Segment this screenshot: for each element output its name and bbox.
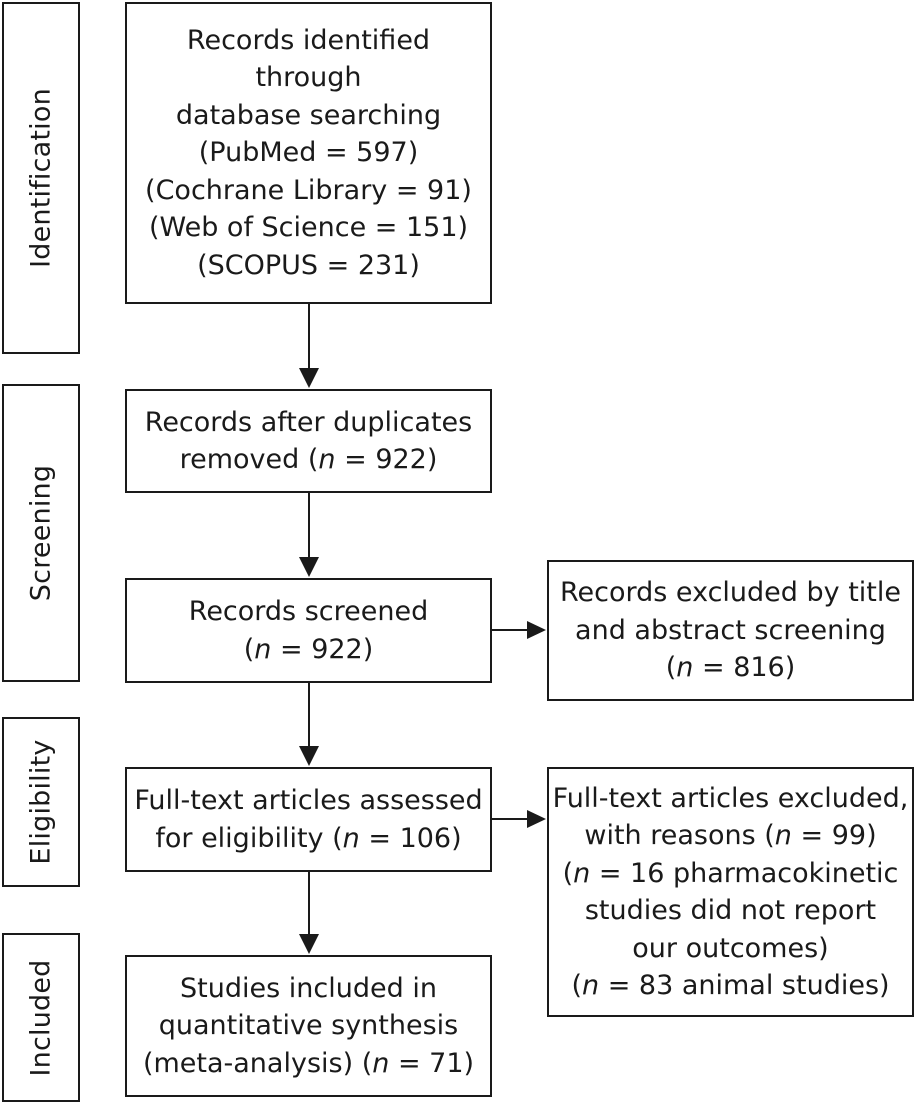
full-text-excluded-line-5: our outcomes) bbox=[632, 932, 829, 964]
box-full-text-assessed: Full-text articles assessed for eligibil… bbox=[125, 767, 492, 872]
records-identified-line-2: through bbox=[255, 62, 362, 94]
screened-pre: ( bbox=[243, 633, 255, 665]
excluded-title-pre: ( bbox=[665, 652, 677, 684]
full-text-excluded-l6-n: n bbox=[581, 970, 600, 1001]
after-duplicates-line-2: removed (n = 922) bbox=[180, 441, 438, 479]
after-duplicates-n: n bbox=[318, 444, 336, 475]
box-included-studies: Studies included in quantitative synthes… bbox=[125, 955, 492, 1097]
arrowhead-duplicates-to-screened bbox=[299, 557, 319, 577]
records-identified-cochrane: (Cochrane Library = 91) bbox=[145, 174, 472, 206]
full-text-excluded-line-4: studies did not report bbox=[584, 895, 877, 926]
box-full-text-excluded: Full-text articles excluded, with reason… bbox=[547, 767, 914, 1017]
records-identified-line-1: Records identified bbox=[186, 24, 431, 56]
included-line-2: quantitative synthesis bbox=[158, 1010, 459, 1042]
full-text-excluded-line-1: Full-text articles excluded, bbox=[552, 782, 909, 814]
box-after-duplicates: Records after duplicates removed (n = 92… bbox=[125, 389, 492, 493]
screened-n: n bbox=[254, 633, 272, 665]
records-identified-wos: (Web of Science = 151) bbox=[148, 212, 469, 244]
full-text-excluded-l3-n: n bbox=[573, 857, 591, 889]
records-identified-pubmed: (PubMed = 597) bbox=[198, 137, 419, 169]
full-text-assessed-post: = 106) bbox=[359, 822, 462, 854]
full-text-excluded-line-2: with reasons (n = 99) bbox=[584, 817, 876, 855]
excluded-title-line-1: Records excluded by title bbox=[560, 577, 901, 609]
full-text-assessed-n: n bbox=[342, 822, 360, 854]
stage-identification: Identification bbox=[2, 2, 80, 354]
arrowhead-fulltext-to-excluded bbox=[527, 810, 546, 828]
full-text-excluded-l6-pre: ( bbox=[571, 970, 582, 1001]
arrowhead-screened-to-fulltext bbox=[299, 746, 319, 766]
arrowhead-screened-to-excluded bbox=[527, 621, 546, 639]
included-line-3: (meta-analysis) (n = 71) bbox=[143, 1045, 474, 1083]
full-text-assessed-line-2: for eligibility (n = 106) bbox=[155, 820, 461, 858]
full-text-assessed-line-1: Full-text articles assessed bbox=[134, 785, 483, 816]
box-excluded-title-abstract: Records excluded by title and abstract s… bbox=[547, 560, 914, 701]
screened-line-1: Records screened bbox=[188, 596, 429, 627]
full-text-assessed-pre: for eligibility ( bbox=[155, 822, 343, 854]
full-text-excluded-line-3: (n = 16 pharmacokinetic bbox=[563, 855, 899, 893]
included-line-1: Studies included in bbox=[180, 972, 437, 1004]
included-n: n bbox=[372, 1047, 390, 1079]
full-text-excluded-l2-post: = 99) bbox=[791, 820, 877, 851]
screened-post: = 922) bbox=[271, 633, 374, 665]
after-duplicates-line-1: Records after duplicates bbox=[144, 406, 473, 438]
excluded-title-line-3: (n = 816) bbox=[666, 649, 796, 687]
box-records-screened: Records screened (n = 922) bbox=[125, 578, 492, 683]
records-identified-scopus: (SCOPUS = 231) bbox=[197, 249, 420, 281]
included-post: = 71) bbox=[389, 1047, 475, 1079]
arrowhead-identified-to-duplicates bbox=[299, 368, 319, 388]
after-duplicates-post: = 922) bbox=[335, 444, 438, 475]
full-text-excluded-l2-pre: with reasons ( bbox=[584, 820, 775, 851]
screened-line-2: (n = 922) bbox=[244, 631, 374, 669]
full-text-excluded-l6-post: = 83 animal studies) bbox=[599, 970, 890, 1001]
excluded-title-line-2: and abstract screening bbox=[575, 614, 886, 646]
full-text-excluded-l3-pre: ( bbox=[562, 857, 574, 889]
full-text-excluded-line-6: (n = 83 animal studies) bbox=[571, 967, 889, 1005]
box-records-identified: Records identified through database sear… bbox=[125, 2, 492, 304]
included-pre: (meta-analysis) ( bbox=[142, 1047, 373, 1079]
stage-screening: Screening bbox=[2, 384, 80, 682]
arrowhead-fulltext-to-included bbox=[299, 934, 319, 954]
excluded-title-n: n bbox=[676, 652, 694, 684]
records-identified-line-3: database searching bbox=[175, 99, 442, 131]
stage-included: Included bbox=[2, 933, 80, 1102]
after-duplicates-pre: removed ( bbox=[179, 444, 319, 475]
full-text-excluded-l2-n: n bbox=[774, 820, 792, 851]
full-text-excluded-l3-post: = 16 pharmacokinetic bbox=[590, 857, 899, 889]
excluded-title-post: = 816) bbox=[693, 652, 796, 684]
stage-eligibility: Eligibility bbox=[2, 717, 80, 887]
